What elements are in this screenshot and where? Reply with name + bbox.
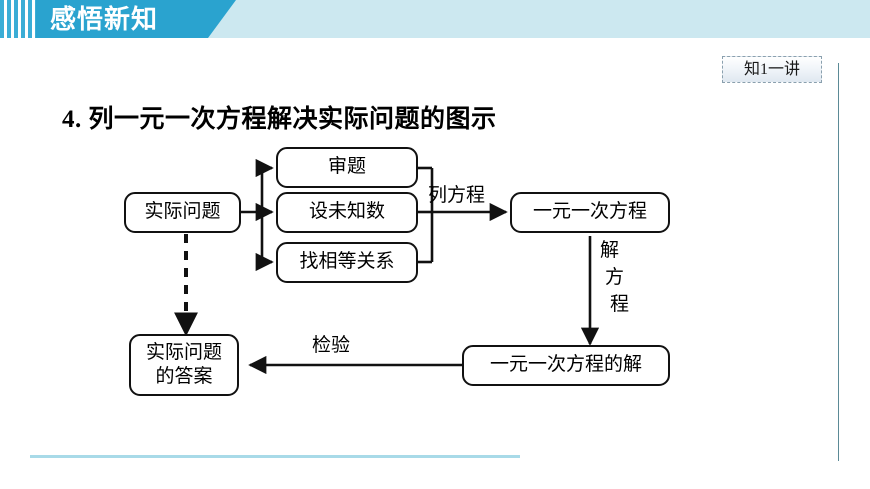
right-vertical-divider <box>838 63 839 461</box>
flow-node-equation-solution[interactable]: 一元一次方程的解 <box>462 345 670 386</box>
flow-node-equation-solution-label: 一元一次方程的解 <box>489 354 642 376</box>
flow-node-review-label: 审题 <box>327 156 366 178</box>
flow-node-set-unknown-label: 设未知数 <box>308 201 385 223</box>
edge-label-solve-char-2: 方 <box>605 267 625 288</box>
flow-node-answer[interactable]: 实际问题 的答案 <box>129 334 239 396</box>
flow-node-set-unknown[interactable]: 设未知数 <box>276 192 418 233</box>
header-banner: 感悟新知 <box>0 0 870 38</box>
flow-node-problem-label: 实际问题 <box>144 201 221 223</box>
flow-node-problem[interactable]: 实际问题 <box>124 192 241 233</box>
flow-node-find-relation[interactable]: 找相等关系 <box>276 242 418 283</box>
header-tab-shape <box>36 0 236 38</box>
edge-label-solve-char-3: 程 <box>610 294 630 315</box>
flow-node-linear-equation-label: 一元一次方程 <box>532 201 647 223</box>
flow-node-linear-equation[interactable]: 一元一次方程 <box>510 192 670 233</box>
header-stripe-decoration <box>0 0 40 38</box>
flow-node-answer-label-line2: 的答案 <box>155 366 213 387</box>
lesson-badge: 知1一讲 <box>722 56 822 83</box>
edge-label-form-equation: 列方程 <box>428 185 486 206</box>
bottom-divider <box>30 455 520 458</box>
edge-label-solve-equation: 解 方 程 <box>600 235 629 316</box>
flow-node-answer-label-line1: 实际问题 <box>145 342 222 364</box>
flow-node-review[interactable]: 审题 <box>276 147 418 188</box>
page-title: 4. 列一元一次方程解决实际问题的图示 <box>62 106 497 133</box>
flow-node-find-relation-label: 找相等关系 <box>299 251 395 273</box>
edge-label-solve-char-1: 解 <box>600 240 620 261</box>
header-title: 感悟新知 <box>50 4 159 34</box>
edge-label-verify: 检验 <box>312 335 351 356</box>
